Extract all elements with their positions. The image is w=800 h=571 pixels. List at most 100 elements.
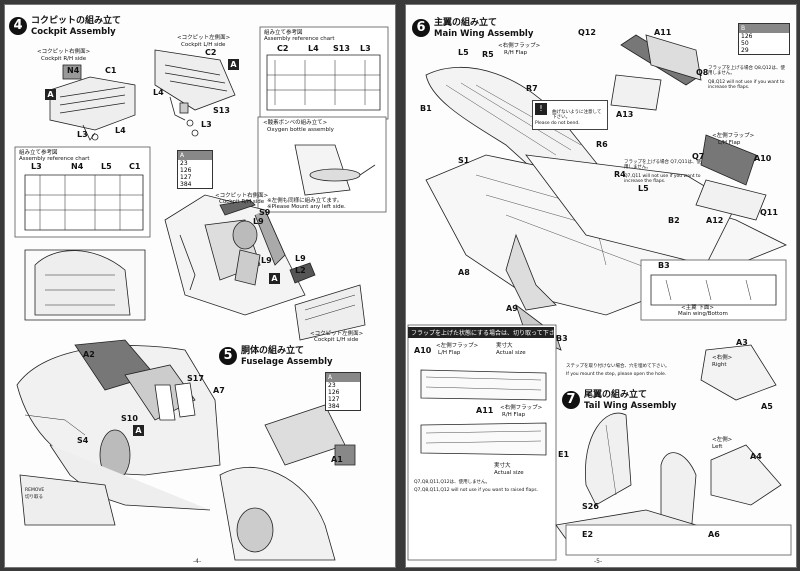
step4-title-en: Cockpit Assembly — [31, 27, 116, 37]
part-tree-badge: A — [45, 89, 56, 100]
part-label: S17 — [187, 374, 204, 383]
page-number: -4- — [193, 558, 202, 565]
part-label: A12 — [706, 216, 724, 225]
a11-jp: <右側フラップ> — [500, 405, 543, 411]
color-code: 127 — [328, 396, 340, 403]
color-callout-label: B — [739, 24, 789, 33]
part-label: A3 — [736, 338, 748, 347]
part-label: S9 — [259, 208, 271, 217]
rh-flap-label-jp: <右側フラップ> — [498, 43, 541, 49]
a10-label: A10 — [414, 346, 432, 355]
part-label: C2 — [205, 48, 217, 57]
lh-flap-label-jp: <左側フラップ> — [712, 133, 755, 139]
part-label: E1 — [558, 450, 570, 459]
actual-size-en-2: Actual size — [494, 470, 524, 476]
lowered-note-jp: フラップを上げる場合 Q7,Q11は、使用しません。 — [624, 160, 702, 170]
part-label: R4 — [614, 170, 626, 179]
part-label: A7 — [213, 386, 225, 395]
color-callout-label: A — [326, 373, 360, 382]
color-code: 23 — [180, 160, 188, 167]
left-label-jp: <左側> — [712, 437, 733, 443]
part-label: A4 — [750, 452, 762, 461]
part-label: C1 — [105, 66, 117, 75]
step-note-en: If you mount the step, please open the h… — [566, 372, 667, 377]
ref-part: L5 — [101, 162, 112, 171]
flap-raised-note-en: Q7,Q8,Q11,Q12 will not use if you want t… — [414, 488, 539, 493]
do-not-bend-caution: ! 曲げないように注意して下さい。 Please do not bend. — [532, 100, 608, 130]
cockpit-lh-view-en: Cockpit L/H side — [314, 337, 359, 343]
part-tree-badge: A — [269, 273, 280, 284]
part-tree-badge: A — [133, 425, 144, 436]
main-wing-bottom-jp: <主翼 下面> — [681, 305, 714, 311]
a11-label: A11 — [476, 406, 494, 415]
a10-en: L/H Flap — [438, 350, 461, 356]
part-label: L9 — [261, 256, 272, 265]
part-label: Q11 — [760, 208, 778, 217]
part-label: A13 — [616, 110, 634, 119]
part-label: R5 — [482, 50, 494, 59]
part-label: L9 — [253, 217, 264, 226]
part-label: Q12 — [578, 28, 596, 37]
part-label: L3 — [201, 120, 212, 129]
a10-jp: <左側フラップ> — [436, 343, 479, 349]
step-note-jp: ステップを取り付けない場合、穴を埋めて下さい。 — [566, 364, 670, 369]
cockpit-rh-label-en: Cockpit R/H side — [41, 56, 87, 62]
step7-number: 7 — [562, 391, 580, 409]
color-code: 126 — [741, 33, 753, 40]
part-tree-badge: A — [228, 59, 239, 70]
oxygen-title-jp: <酸素ボンベの組み立て> — [263, 120, 328, 126]
cockpit-lh-label-jp: <コクピット左側面> — [177, 35, 231, 41]
cockpit-lh-side-drawing — [154, 49, 236, 137]
part-label: A2 — [83, 350, 95, 359]
ref-chart-2-en: Assembly reference chart — [19, 156, 90, 162]
step4-title-jp: コクピットの組み立て — [31, 16, 122, 26]
ref-part: C2 — [277, 44, 289, 53]
color-code: 50 — [741, 40, 749, 47]
part-label: R7 — [526, 84, 538, 93]
remove-note: REMOVE — [25, 488, 45, 493]
cockpit-tub-drawing — [164, 194, 316, 316]
raised-note-jp: フラップを上げる場合 Q8,Q12は、使用しません。 — [708, 66, 786, 76]
part-label: A10 — [754, 154, 772, 163]
trim-note: 切り取る — [25, 495, 43, 500]
right-page-drawings — [407, 34, 792, 561]
main-wing-bottom-en: Main wing/Bottom — [678, 311, 728, 317]
do-not-bend-en: Please do not bend. — [535, 121, 580, 126]
raised-note-en: Q8,Q12 will not use if you want to incre… — [708, 80, 785, 90]
part-label: A9 — [506, 304, 518, 313]
ref-part: L3 — [31, 162, 42, 171]
part-label: B1 — [420, 104, 432, 113]
rh-flap-label-en: R/H Flap — [504, 50, 528, 56]
part-label: L4 — [153, 88, 164, 97]
do-not-bend-jp: 曲げないように注意して下さい。 — [552, 110, 602, 120]
part-label: L3 — [77, 130, 88, 139]
ref-part: S13 — [333, 44, 350, 53]
left-page-drawings — [14, 26, 389, 561]
ref-chart-1-en: Assembly reference chart — [264, 36, 335, 42]
warning-icon: ! — [535, 103, 547, 115]
color-callout-label: A — [178, 151, 212, 160]
step5-title-en: Fuselage Assembly — [241, 357, 333, 367]
part-label: A1 — [331, 455, 343, 464]
color-code: 384 — [328, 403, 340, 410]
oxygen-note-en: ※Please Mount any left side. — [267, 204, 346, 210]
part-label: L5 — [638, 184, 649, 193]
part-label: A11 — [654, 28, 672, 37]
part-label: L9 — [295, 254, 306, 263]
actual-size-jp-2: 実寸大 — [494, 463, 511, 469]
oxygen-title-en: Oxygen bottle assembly — [267, 127, 334, 133]
ref-part: C1 — [129, 162, 141, 171]
color-callout: A 23 126 127 384 — [325, 372, 361, 411]
part-label: L5 — [458, 48, 469, 57]
left-label-en: Left — [712, 444, 723, 450]
part-label: B2 — [668, 216, 680, 225]
color-code: 126 — [328, 389, 340, 396]
ref-chart-1-jp: 組み立て参考図 — [264, 30, 303, 36]
lh-flap-label-en: L/H Flap — [718, 140, 741, 146]
oxygen-note-jp: ※左側も同様に組み立てます。 — [267, 198, 343, 204]
part-label: S10 — [121, 414, 138, 423]
cockpit-rh-view-en: Cockpit R/H side — [219, 199, 265, 205]
step6-title-en: Main Wing Assembly — [434, 29, 534, 39]
part-label: A6 — [708, 530, 720, 539]
part-label: S4 — [77, 436, 89, 445]
